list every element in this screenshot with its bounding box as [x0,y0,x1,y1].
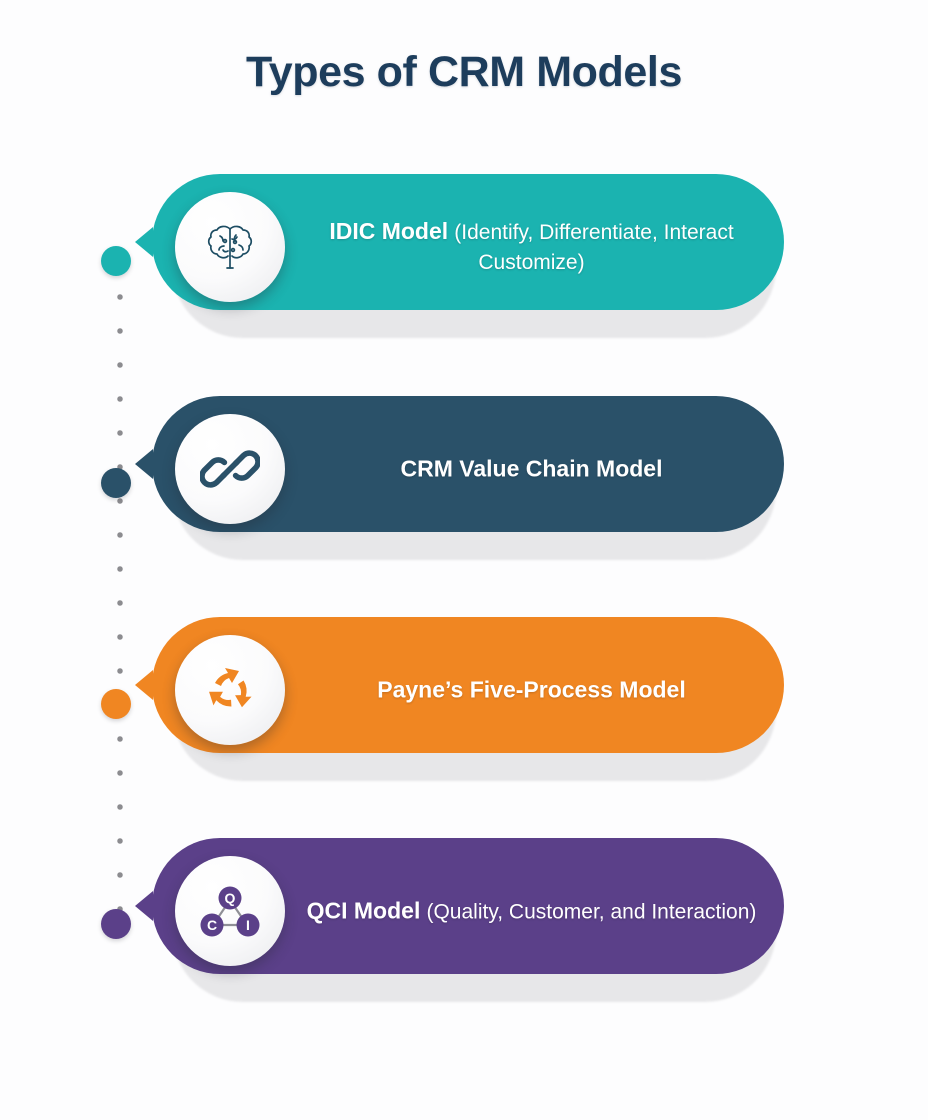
card-payne[interactable]: Payne’s Five-Process Model [135,617,792,781]
chain-link-icon [175,414,285,524]
card-title: Payne’s Five-Process Model [377,676,686,703]
card-idic[interactable]: IDIC Model (Identify, Differentiate, Int… [135,174,792,338]
card-notch-icon [135,891,153,921]
timeline-dotted-line [117,246,123,916]
card-subtitle: (Identify, Differentiate, Interact Custo… [454,221,734,275]
timeline-spine [101,246,131,939]
card-text-payne: Payne’s Five-Process Model [297,674,766,705]
qci-node-c: C [207,917,217,933]
cycle-arrows-icon [175,635,285,745]
card-notch-icon [135,227,153,257]
qci-node-i: I [246,917,250,933]
card-value-chain[interactable]: CRM Value Chain Model [135,396,792,560]
card-notch-icon [135,449,153,479]
card-text-qci: QCI Model (Quality, Customer, and Intera… [297,895,766,926]
timeline-marker-payne [101,689,131,719]
card-title: CRM Value Chain Model [400,455,663,482]
timeline-marker-value-chain [101,468,131,498]
card-notch-icon [135,670,153,700]
card-title: QCI Model [306,897,421,924]
qci-triangle-icon: Q C I [175,856,285,966]
card-text-idic: IDIC Model (Identify, Differentiate, Int… [297,216,766,278]
card-qci[interactable]: Q C I QCI Model (Quality, Customer, and … [135,838,792,1002]
card-subtitle: (Quality, Customer, and Interaction) [426,900,757,924]
card-text-value-chain: CRM Value Chain Model [297,453,766,484]
timeline-marker-qci [101,909,131,939]
timeline-marker-idic [101,246,131,276]
card-title: IDIC Model [329,218,449,245]
qci-node-q: Q [225,890,236,906]
brain-icon [175,192,285,302]
page-title: Types of CRM Models [246,48,682,96]
